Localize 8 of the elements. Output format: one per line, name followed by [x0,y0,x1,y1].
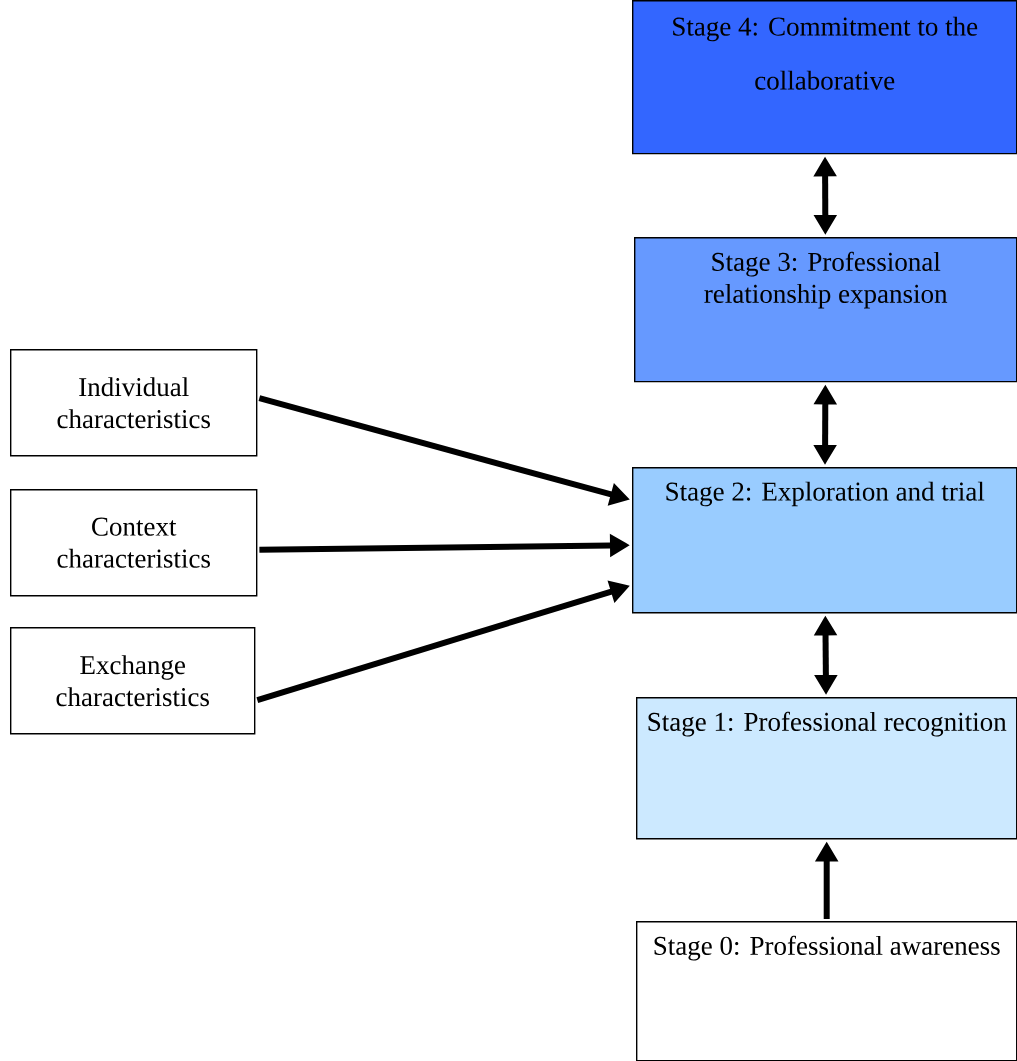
stage-box: Stage 3: Professional relationship expansion [634,237,1017,383]
stage-box: Stage 4: Commitment to the collaborative [632,0,1017,155]
stage-box: Stage 0: Professional awareness [636,921,1017,1061]
characteristic-box: Context characteristics [10,489,258,597]
stage-box: Stage 2: Exploration and trial [632,467,1017,614]
stage-box: Stage 1: Professional recognition [636,697,1017,840]
characteristic-box: Individual characteristics [10,349,258,457]
characteristic-box: Exchange characteristics [10,627,256,735]
